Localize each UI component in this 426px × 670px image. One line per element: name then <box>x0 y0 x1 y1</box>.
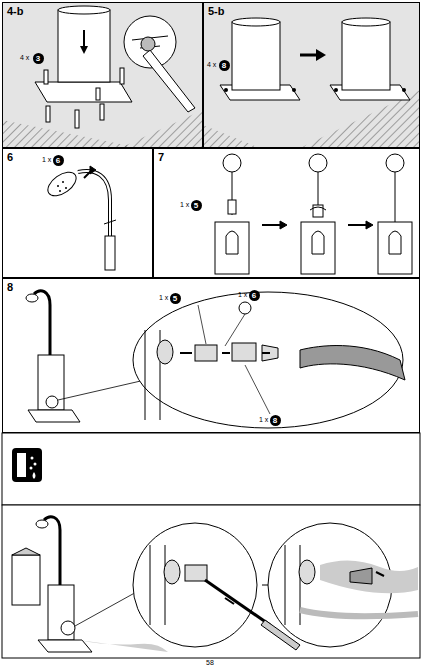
callout-number: 8 <box>219 60 230 71</box>
panel-6-art <box>44 166 116 270</box>
step-panel: 4-b 3 <box>2 2 203 148</box>
callout-number: 6 <box>249 290 260 301</box>
quantity-label: 1 x <box>180 201 189 208</box>
step-panel: 66 <box>2 148 153 278</box>
callout-number: 5 <box>170 293 181 304</box>
panel-4b-art <box>2 2 203 148</box>
panel-8-art <box>26 291 405 428</box>
callout-number: 8 <box>270 415 281 426</box>
callout-number: 3 <box>33 53 44 64</box>
callout-text: 8 <box>222 61 226 70</box>
quantity-label: 1 x <box>259 416 268 423</box>
quantity-label: 4 x <box>20 54 29 61</box>
quantity-label: 4 x <box>207 61 216 68</box>
callout-number: 5 <box>191 200 202 211</box>
panel-5b-art <box>203 2 420 148</box>
callout-text: 6 <box>252 291 256 300</box>
callout-text: 5 <box>194 201 198 210</box>
step-number: 5-b <box>208 5 225 17</box>
step-panel: 75 <box>153 148 420 278</box>
drain-steps-panel <box>2 505 420 658</box>
callout-text: 5 <box>173 294 177 303</box>
page-number: 58 <box>206 659 214 666</box>
step-number: 7 <box>158 151 164 163</box>
step-panel: 8 5 6 8 <box>2 278 420 433</box>
callout-number: 6 <box>53 155 64 166</box>
quantity-label: 1 x <box>42 156 51 163</box>
step-panel: 5-b 8 <box>203 2 420 148</box>
panel-7-art <box>215 154 412 274</box>
quantity-label: 1 x <box>238 291 247 298</box>
step-number: 8 <box>7 281 13 293</box>
quantity-label: 1 x <box>159 294 168 301</box>
callout-text: 8 <box>273 416 277 425</box>
callout-text: 3 <box>36 54 40 63</box>
drain-icon-panel <box>2 433 420 505</box>
step-number: 6 <box>7 151 13 163</box>
step-number: 4-b <box>7 5 24 17</box>
callout-text: 6 <box>56 156 60 165</box>
